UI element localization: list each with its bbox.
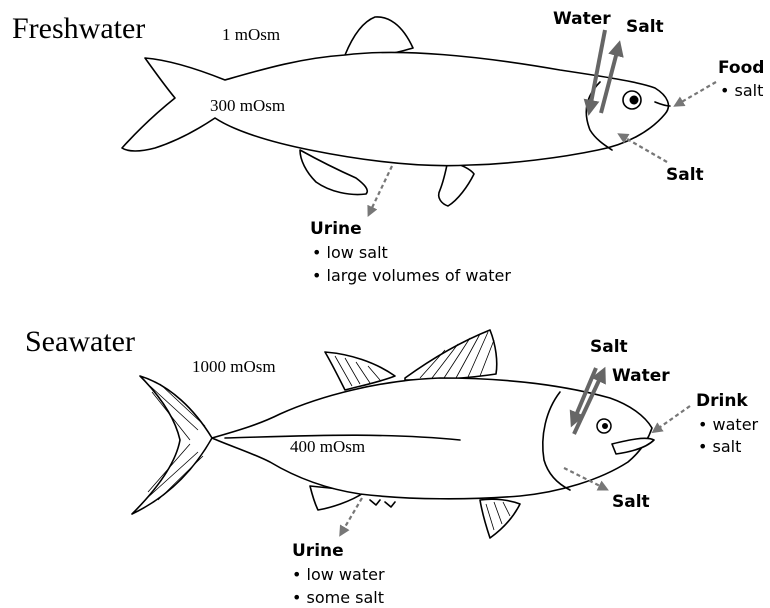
seawater-urine-item: • low water bbox=[292, 565, 385, 584]
freshwater-urine-item: • low salt bbox=[312, 243, 388, 262]
seawater-drink-label: Drink bbox=[696, 391, 748, 411]
seawater-urine-item: • some salt bbox=[292, 588, 384, 607]
seawater-section: Seawater 1000 mOsm bbox=[25, 325, 759, 607]
seawater-environment-osmolarity: 1000 mOsm bbox=[192, 357, 276, 376]
seawater-title: Seawater bbox=[25, 325, 135, 358]
freshwater-salt-in-label: Salt bbox=[666, 165, 704, 185]
freshwater-salt-out-label: Salt bbox=[626, 17, 664, 37]
seawater-salt-in-label: Salt bbox=[590, 337, 628, 357]
freshwater-urine-arrow bbox=[370, 166, 392, 212]
freshwater-salt-in-arrow bbox=[622, 136, 667, 162]
freshwater-food-item: • salt bbox=[720, 81, 763, 100]
freshwater-fish-drawing bbox=[122, 17, 670, 206]
seawater-urine-label: Urine bbox=[292, 541, 344, 561]
seawater-drink-item: • salt bbox=[698, 437, 741, 456]
freshwater-food-arrow bbox=[678, 82, 716, 104]
freshwater-environment-osmolarity: 1 mOsm bbox=[222, 25, 280, 44]
freshwater-body-osmolarity: 300 mOsm bbox=[210, 96, 285, 115]
seawater-water-out-label: Water bbox=[612, 366, 670, 386]
freshwater-urine-item: • large volumes of water bbox=[312, 266, 511, 285]
seawater-body-osmolarity: 400 mOsm bbox=[290, 437, 365, 456]
freshwater-title: Freshwater bbox=[12, 12, 145, 45]
seawater-salt-out-label: Salt bbox=[612, 492, 650, 512]
freshwater-water-label: Water bbox=[553, 9, 611, 29]
seawater-drink-arrow bbox=[656, 406, 690, 430]
freshwater-food-label: Food bbox=[718, 58, 764, 78]
freshwater-section: Freshwater 1 mOsm 300 mOsm Water Salt bbox=[12, 9, 764, 285]
freshwater-urine-label: Urine bbox=[310, 219, 362, 239]
seawater-drink-item: • water bbox=[698, 415, 759, 434]
